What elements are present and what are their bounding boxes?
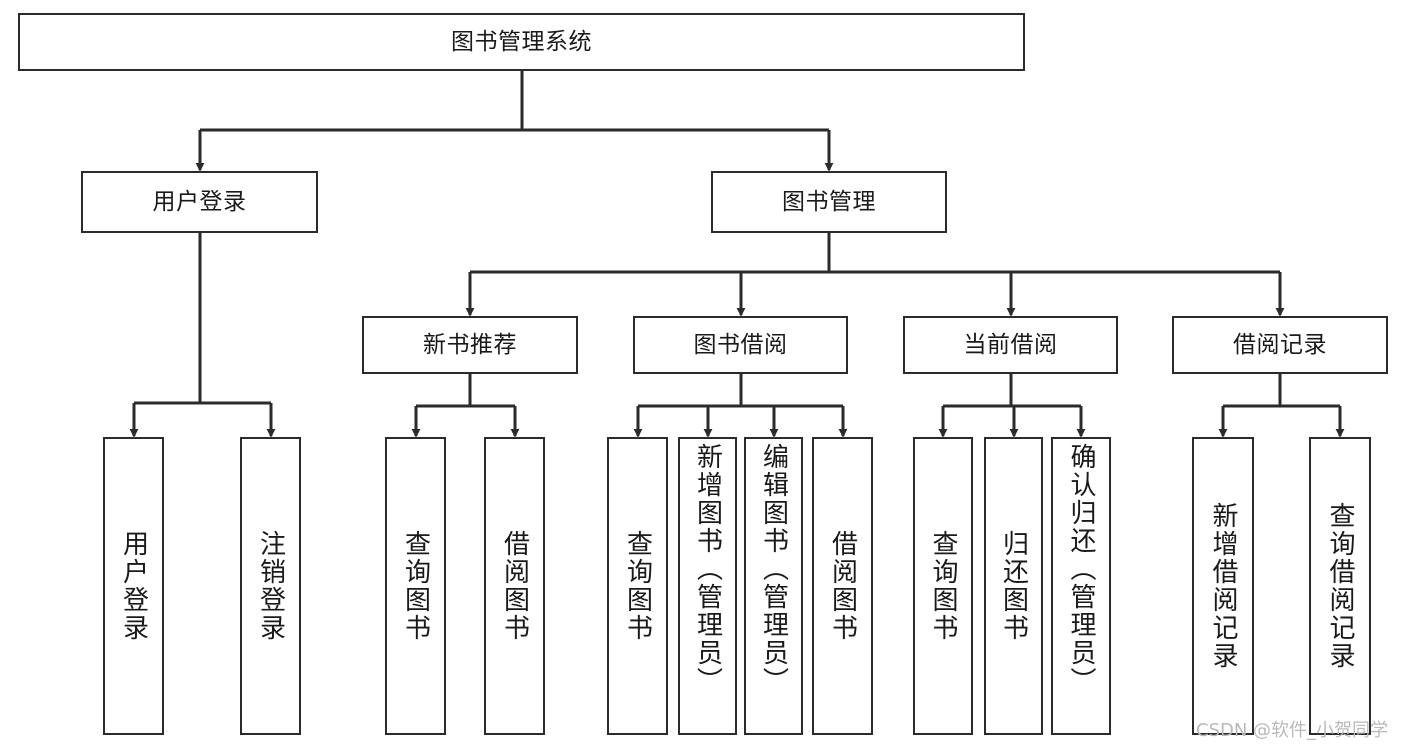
node-leaf-borrow-book-2[interactable]: 借阅图书 <box>812 437 873 735</box>
node-leaf-query-book-3[interactable]: 查询图书 <box>913 437 973 735</box>
node-label-book-borrow: 图书借阅 <box>693 331 788 358</box>
node-leaf-add-book[interactable]: 新增图书（管理员） <box>678 437 737 735</box>
node-label-leaf-query-record: 查询借阅记录 <box>1325 502 1355 670</box>
node-leaf-query-book-2[interactable]: 查询图书 <box>607 437 668 735</box>
node-label-leaf-logout: 注销登录 <box>255 530 286 642</box>
node-label-leaf-query-book-3: 查询图书 <box>928 530 958 642</box>
node-book-manage[interactable]: 图书管理 <box>711 171 947 233</box>
node-label-leaf-add-book: 新增图书（管理员） <box>692 443 723 695</box>
watermark-label: CSDN @软件_小贺同学 <box>1196 720 1389 741</box>
node-label-leaf-user-login: 用户登录 <box>118 530 149 642</box>
node-label-leaf-borrow-book-1: 借阅图书 <box>499 530 530 642</box>
node-label-root: 图书管理系统 <box>451 28 592 55</box>
node-new-book-rec[interactable]: 新书推荐 <box>362 316 578 374</box>
node-label-borrow-record: 借阅记录 <box>1233 331 1327 358</box>
node-leaf-return-book[interactable]: 归还图书 <box>984 437 1043 735</box>
node-leaf-query-book-1[interactable]: 查询图书 <box>385 437 446 735</box>
node-leaf-user-login[interactable]: 用户登录 <box>103 437 164 735</box>
node-current-borrow[interactable]: 当前借阅 <box>903 316 1118 374</box>
node-leaf-add-record[interactable]: 新增借阅记录 <box>1192 437 1254 735</box>
node-label-leaf-confirm-return: 确认归还（管理员） <box>1066 443 1096 695</box>
node-label-new-book-rec: 新书推荐 <box>423 331 517 358</box>
node-book-borrow[interactable]: 图书借阅 <box>633 316 848 374</box>
node-borrow-record[interactable]: 借阅记录 <box>1172 316 1388 374</box>
node-label-leaf-query-book-2: 查询图书 <box>622 530 653 642</box>
node-label-user-login: 用户登录 <box>152 188 247 215</box>
node-label-leaf-query-book-1: 查询图书 <box>400 530 431 642</box>
node-leaf-confirm-return[interactable]: 确认归还（管理员） <box>1051 437 1111 735</box>
node-root[interactable]: 图书管理系统 <box>18 13 1025 71</box>
node-label-leaf-return-book: 归还图书 <box>998 530 1029 642</box>
node-leaf-logout[interactable]: 注销登录 <box>240 437 301 735</box>
node-label-leaf-add-record: 新增借阅记录 <box>1208 502 1238 670</box>
node-label-leaf-edit-book: 编辑图书（管理员） <box>758 443 789 695</box>
node-label-leaf-borrow-book-2: 借阅图书 <box>827 530 858 642</box>
node-leaf-query-record[interactable]: 查询借阅记录 <box>1309 437 1371 735</box>
node-leaf-borrow-book-1[interactable]: 借阅图书 <box>484 437 545 735</box>
node-label-current-borrow: 当前借阅 <box>963 331 1058 358</box>
node-leaf-edit-book[interactable]: 编辑图书（管理员） <box>744 437 803 735</box>
node-user-login[interactable]: 用户登录 <box>81 171 318 233</box>
node-label-book-manage: 图书管理 <box>782 188 876 215</box>
